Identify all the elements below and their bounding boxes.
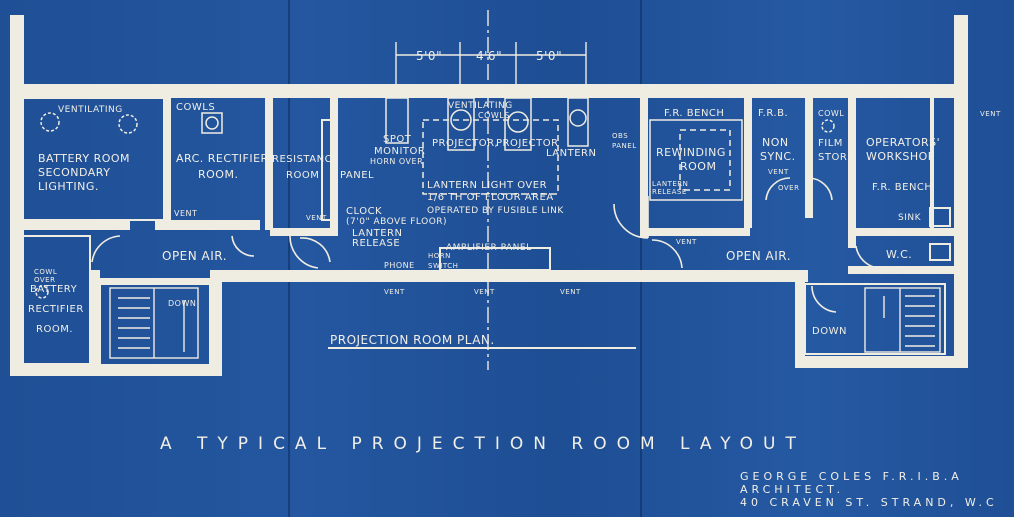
svg-text:F.R. BENCH: F.R. BENCH [664, 108, 724, 119]
svg-text:AMPLIFIER PANEL: AMPLIFIER PANEL [446, 243, 532, 253]
svg-text:VENTILATING: VENTILATING [448, 101, 513, 111]
svg-text:SPOT: SPOT [383, 134, 412, 145]
credit-line: ARCHITECT. [740, 483, 845, 496]
credit-line: 40 CRAVEN ST. STRAND, W.C [740, 496, 998, 509]
architect-credit: GEORGE COLES F.R.I.B.A ARCHITECT. 40 CRA… [740, 470, 998, 509]
svg-text:PROJECTOR: PROJECTOR [496, 138, 559, 149]
door-swings [91, 177, 879, 313]
stairs-left [109, 287, 199, 359]
svg-text:OPEN AIR.: OPEN AIR. [162, 249, 227, 263]
svg-text:ROOM: ROOM [680, 160, 716, 173]
credit-line: GEORGE COLES F.R.I.B.A [740, 470, 963, 483]
walls [10, 15, 968, 376]
svg-text:OVER: OVER [34, 276, 55, 284]
svg-text:PHONE: PHONE [384, 261, 415, 270]
svg-text:RECTIFIER: RECTIFIER [28, 304, 84, 315]
svg-text:SYNC.: SYNC. [760, 150, 796, 163]
svg-text:RELEASE: RELEASE [652, 188, 687, 196]
svg-text:SINK: SINK [898, 213, 922, 223]
svg-text:NON: NON [762, 136, 789, 149]
plan-caption: PROJECTION ROOM PLAN. [330, 333, 495, 347]
svg-text:VENT: VENT [560, 288, 581, 296]
svg-text:MONITOR: MONITOR [374, 146, 425, 157]
room-labels: VENTILATING BATTERY ROOM SECONDARY LIGHT… [28, 101, 1001, 337]
svg-text:HORN OVER: HORN OVER [370, 157, 423, 166]
svg-text:5'0": 5'0" [416, 49, 442, 63]
svg-text:PANEL: PANEL [340, 170, 374, 181]
svg-text:LANTERN: LANTERN [352, 228, 402, 239]
svg-text:VENT: VENT [768, 168, 789, 176]
dimension-line [395, 10, 587, 370]
svg-text:ROOM.: ROOM. [36, 324, 73, 335]
svg-text:BATTERY: BATTERY [30, 284, 78, 295]
svg-text:LANTERN: LANTERN [652, 180, 688, 188]
svg-text:SECONDARY: SECONDARY [38, 166, 110, 179]
svg-text:VENT: VENT [384, 288, 405, 296]
svg-text:ROOM.: ROOM. [198, 168, 238, 181]
svg-text:OPERATED BY FUSIBLE LINK: OPERATED BY FUSIBLE LINK [427, 206, 564, 216]
svg-text:OBS: OBS [612, 132, 628, 140]
svg-text:5'0": 5'0" [536, 49, 562, 63]
svg-text:OPERATORS': OPERATORS' [866, 136, 940, 149]
svg-text:COWL: COWL [818, 109, 844, 118]
svg-text:REWINDING: REWINDING [656, 146, 726, 159]
svg-text:DOWN: DOWN [812, 326, 847, 337]
svg-text:LANTERN LIGHT OVER: LANTERN LIGHT OVER [427, 180, 547, 191]
svg-text:LIGHTING.: LIGHTING. [38, 180, 99, 193]
svg-text:F.R.B.: F.R.B. [758, 108, 788, 119]
svg-text:VENT: VENT [174, 209, 197, 218]
svg-text:F.R. BENCH: F.R. BENCH [872, 182, 932, 193]
svg-text:COWL: COWL [34, 268, 57, 276]
svg-text:OPEN AIR.: OPEN AIR. [726, 249, 791, 263]
svg-text:1/6 TH OF FLOOR AREA: 1/6 TH OF FLOOR AREA [427, 192, 554, 203]
dimension-labels: 5'0" 4'6" 5'0" [416, 49, 562, 63]
svg-text:CLOCK: CLOCK [346, 206, 382, 217]
svg-text:BATTERY ROOM: BATTERY ROOM [38, 152, 130, 165]
page-title: A TYPICAL PROJECTION ROOM LAYOUT [160, 434, 806, 454]
svg-text:LANTERN: LANTERN [546, 148, 596, 159]
svg-text:OVER: OVER [778, 184, 799, 192]
paper-fold [288, 0, 290, 517]
svg-text:COWLS: COWLS [176, 102, 215, 113]
svg-text:FILM: FILM [818, 138, 843, 149]
interior-outlines [21, 97, 951, 367]
svg-text:VENT: VENT [474, 288, 495, 296]
svg-text:COWLS: COWLS [478, 111, 510, 120]
svg-text:STORE: STORE [818, 152, 854, 163]
svg-text:VENT: VENT [980, 110, 1001, 118]
stairs-right [864, 287, 941, 353]
svg-text:VENTILATING: VENTILATING [58, 105, 123, 115]
svg-text:DOWN: DOWN [168, 299, 196, 308]
svg-text:PROJECTOR,: PROJECTOR, [432, 138, 498, 149]
svg-text:RESISTANCE: RESISTANCE [272, 154, 339, 165]
svg-text:W.C.: W.C. [886, 248, 912, 261]
svg-text:ARC. RECTIFIER: ARC. RECTIFIER [176, 152, 269, 165]
paper-fold [640, 0, 642, 517]
svg-text:VENT: VENT [676, 238, 697, 246]
svg-text:RELEASE: RELEASE [352, 238, 400, 249]
svg-text:SWITCH: SWITCH [428, 262, 458, 270]
svg-text:WORKSHOP: WORKSHOP [866, 150, 935, 163]
svg-text:HORN: HORN [428, 252, 451, 260]
svg-text:(7'0" ABOVE FLOOR): (7'0" ABOVE FLOOR) [346, 217, 447, 227]
svg-text:VENT: VENT [306, 214, 327, 222]
equipment-symbols [35, 97, 835, 299]
svg-text:PANEL: PANEL [612, 142, 637, 150]
svg-text:4'6": 4'6" [476, 49, 502, 63]
svg-text:ROOM: ROOM [286, 170, 319, 181]
